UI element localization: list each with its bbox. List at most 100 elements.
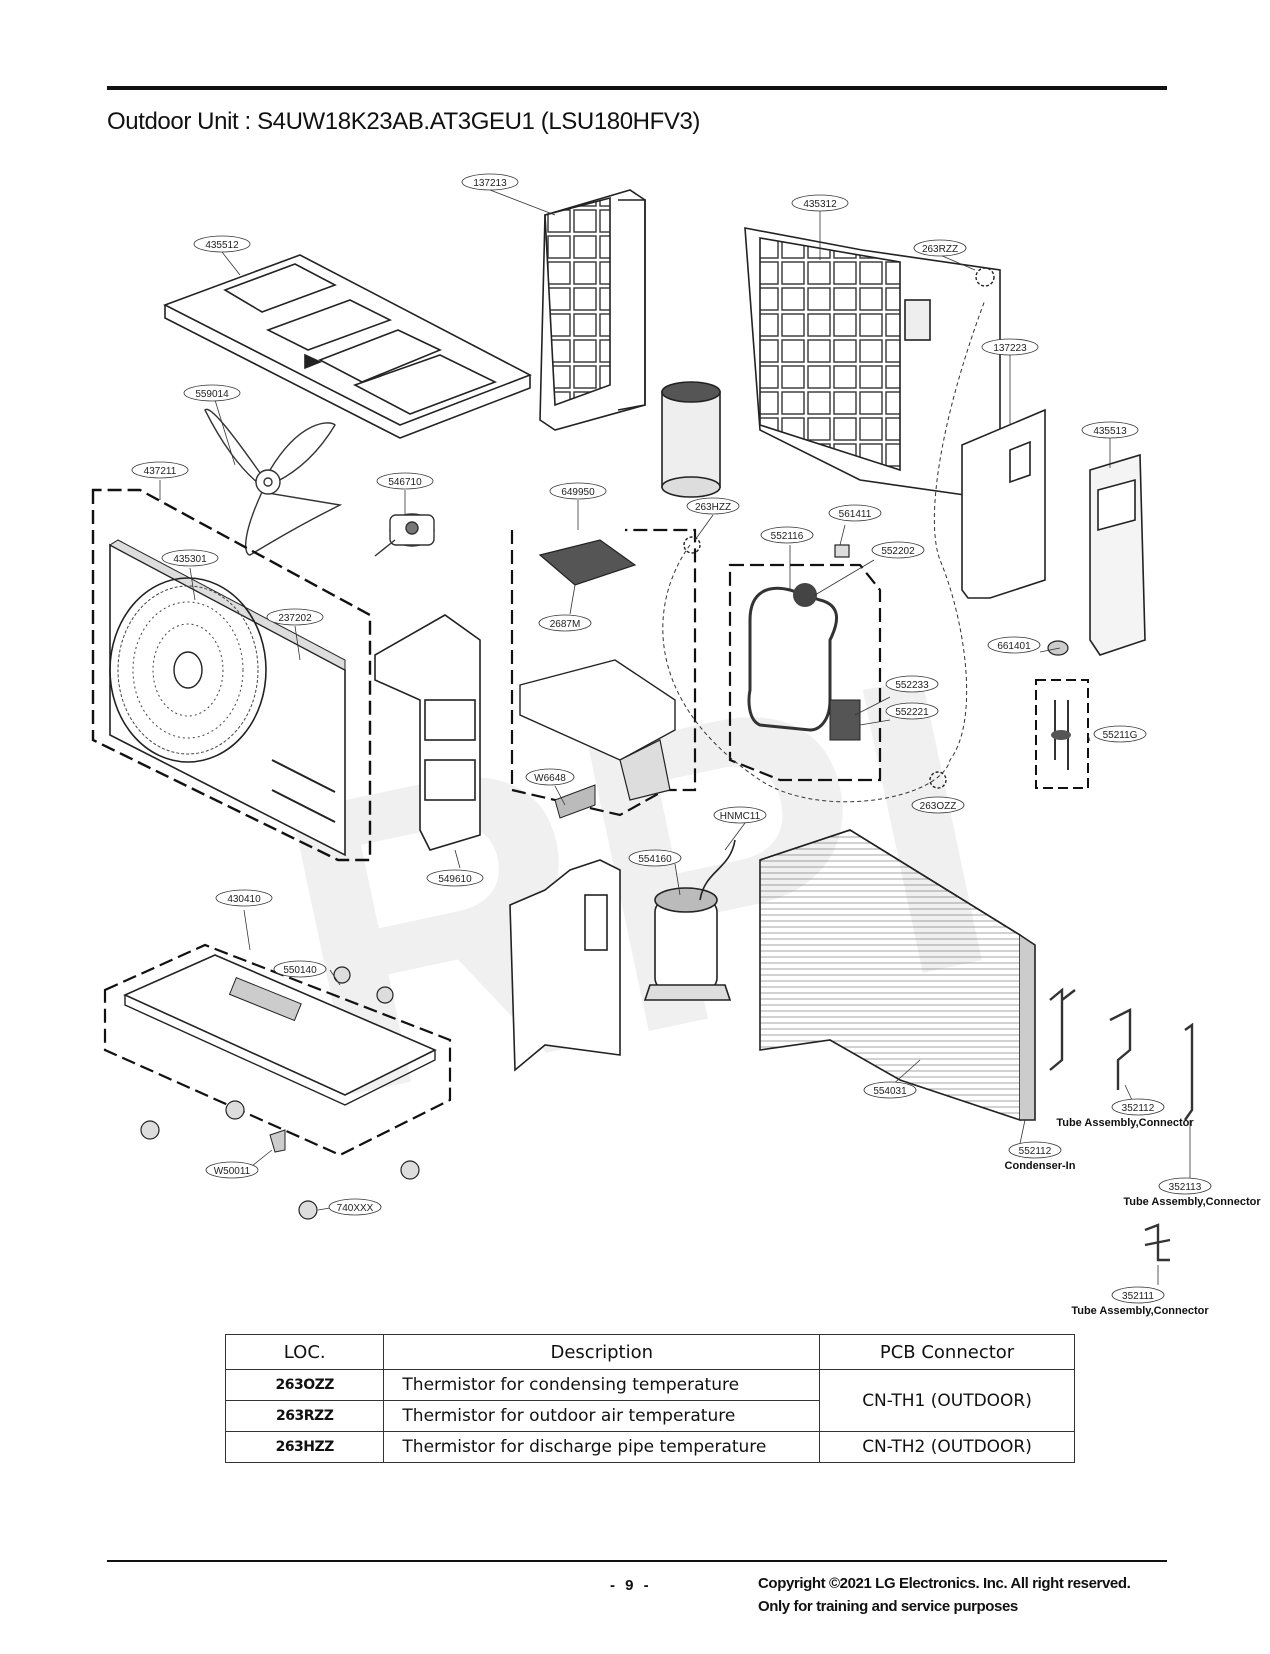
svg-text:55211G: 55211G [1103, 730, 1138, 741]
sensor-wire-line [662, 299, 986, 803]
callout-263HZZ: 263HZZ [686, 497, 740, 515]
inner-plate-part [509, 859, 621, 1072]
callout-649950: 649950 [549, 482, 607, 500]
callout-552233: 552233 [885, 675, 939, 693]
callout-546710: 546710 [376, 472, 434, 490]
svg-text:550140: 550140 [283, 965, 317, 976]
callout-430410: 430410 [215, 889, 273, 907]
cell-description: Thermistor for discharge pipe temperatur… [383, 1431, 821, 1463]
svg-text:552112: 552112 [1019, 1146, 1052, 1157]
piping-assembly-part [728, 563, 882, 782]
svg-text:263RZZ: 263RZZ [922, 244, 958, 255]
rear-grille-part [744, 227, 1001, 501]
svg-text:552202: 552202 [881, 546, 915, 557]
svg-text:435513: 435513 [1093, 426, 1127, 437]
copyright-line: Copyright ©2021 LG Electronics. Inc. All… [758, 1575, 1131, 1592]
callout-559014: 559014 [183, 384, 241, 402]
callout-437211: 437211 [131, 461, 189, 479]
svg-text:546710: 546710 [388, 477, 422, 488]
sensor-263HZZ-icon [683, 536, 701, 554]
svg-text:552221: 552221 [895, 707, 929, 718]
base-pan-part [103, 943, 452, 1220]
front-panel-part [91, 488, 372, 862]
svg-text:561411: 561411 [839, 509, 872, 520]
sensor-561411-part [834, 544, 850, 558]
header-loc: LOC. [224, 1334, 385, 1370]
svg-text:552116: 552116 [771, 531, 804, 542]
callout-552116: 552116 [760, 526, 814, 544]
svg-text:435312: 435312 [803, 199, 837, 210]
svg-text:352112: 352112 [1122, 1103, 1155, 1114]
right-side-panel-part [961, 408, 1046, 599]
control-box-part [510, 528, 697, 819]
caption-tube-assembly-1: Tube Assembly,Connector [1056, 1117, 1194, 1129]
callout-W50011: W50011 [205, 1161, 259, 1179]
svg-text:352113: 352113 [1169, 1182, 1202, 1193]
callout-552112: 552112 [1008, 1141, 1062, 1159]
svg-text:263OZZ: 263OZZ [920, 801, 957, 812]
top-cover-part [163, 254, 532, 439]
cell-connector: CN-TH1 (OUTDOOR) [819, 1369, 1075, 1432]
svg-text:549610: 549610 [438, 874, 472, 885]
header-pcb-connector: PCB Connector [819, 1334, 1075, 1370]
fan-blade-part [204, 408, 343, 556]
callout-137223: 137223 [981, 338, 1039, 356]
svg-text:W50011: W50011 [214, 1166, 251, 1177]
svg-text:437211: 437211 [144, 466, 177, 477]
footer-copyright: Copyright ©2021 LG Electronics. Inc. All… [758, 1572, 1131, 1618]
callout-550140: 550140 [273, 960, 327, 978]
callout-554160: 554160 [628, 849, 682, 867]
exploded-parts-diagram: RPI [91, 173, 1261, 1317]
cell-connector: CN-TH2 (OUTDOOR) [819, 1431, 1075, 1463]
svg-text:263HZZ: 263HZZ [695, 502, 731, 513]
callout-552202: 552202 [871, 541, 925, 559]
side-panel-part [539, 189, 646, 431]
callout-554031: 554031 [863, 1081, 917, 1099]
svg-text:137223: 137223 [993, 343, 1027, 354]
svg-text:237202: 237202 [278, 613, 312, 624]
connector-tubes-part [1049, 987, 1194, 1262]
caption-tube-assembly-3: Tube Assembly,Connector [1071, 1305, 1209, 1317]
header-description: Description [383, 1334, 821, 1370]
page-title: Outdoor Unit : S4UW18K23AB.AT3GEU1 (LSU1… [107, 108, 701, 135]
table-header-row: LOC. Description PCB Connector [224, 1334, 1075, 1370]
svg-text:554031: 554031 [873, 1086, 907, 1097]
cell-loc: 263OZZ [224, 1369, 385, 1401]
svg-text:552233: 552233 [895, 680, 929, 691]
callout-435312: 435312 [791, 194, 849, 212]
callout-435512: 435512 [193, 235, 251, 253]
cell-description: Thermistor for outdoor air temperature [383, 1400, 821, 1432]
callout-740XXX: 740XXX [328, 1198, 382, 1216]
valve-box-part [1035, 679, 1089, 789]
callout-435301: 435301 [161, 549, 219, 567]
svg-text:740XXX: 740XXX [337, 1203, 374, 1214]
page-number: - 9 - [610, 1577, 652, 1594]
svg-text:435301: 435301 [173, 554, 207, 565]
callout-352111: 352111 [1111, 1286, 1165, 1304]
sensor-263OZZ-icon [929, 771, 947, 789]
callout-HNMC11: HNMC11 [713, 806, 767, 824]
compressor-jacket-part [661, 381, 721, 498]
caption-condenser-in: Condenser-In [1005, 1160, 1076, 1172]
fan-motor-part [374, 513, 435, 557]
svg-text:661401: 661401 [997, 641, 1031, 652]
callout-W6648: W6648 [525, 768, 575, 786]
table-row: 263OZZ Thermistor for condensing tempera… [224, 1369, 1075, 1432]
svg-text:HNMC11: HNMC11 [720, 811, 761, 822]
callout-352112: 352112 [1111, 1098, 1165, 1116]
svg-text:352111: 352111 [1122, 1291, 1154, 1302]
caption-tube-assembly-2: Tube Assembly,Connector [1123, 1196, 1261, 1208]
cell-description: Thermistor for condensing temperature [383, 1369, 821, 1401]
svg-text:554160: 554160 [638, 854, 672, 865]
callout-55211G: 55211G [1093, 725, 1147, 743]
thermistor-table: LOC. Description PCB Connector 263OZZ Th… [224, 1334, 1075, 1463]
callout-237202: 237202 [266, 608, 324, 626]
callout-263OZZ: 263OZZ [911, 796, 965, 814]
svg-text:649950: 649950 [561, 487, 595, 498]
svg-text:435512: 435512 [205, 240, 239, 251]
svg-text:2687M: 2687M [550, 619, 581, 630]
condenser-coil-part [759, 829, 1036, 1122]
cell-loc: 263RZZ [224, 1400, 385, 1432]
svg-text:137213: 137213 [473, 178, 507, 189]
svg-text:559014: 559014 [195, 389, 229, 400]
